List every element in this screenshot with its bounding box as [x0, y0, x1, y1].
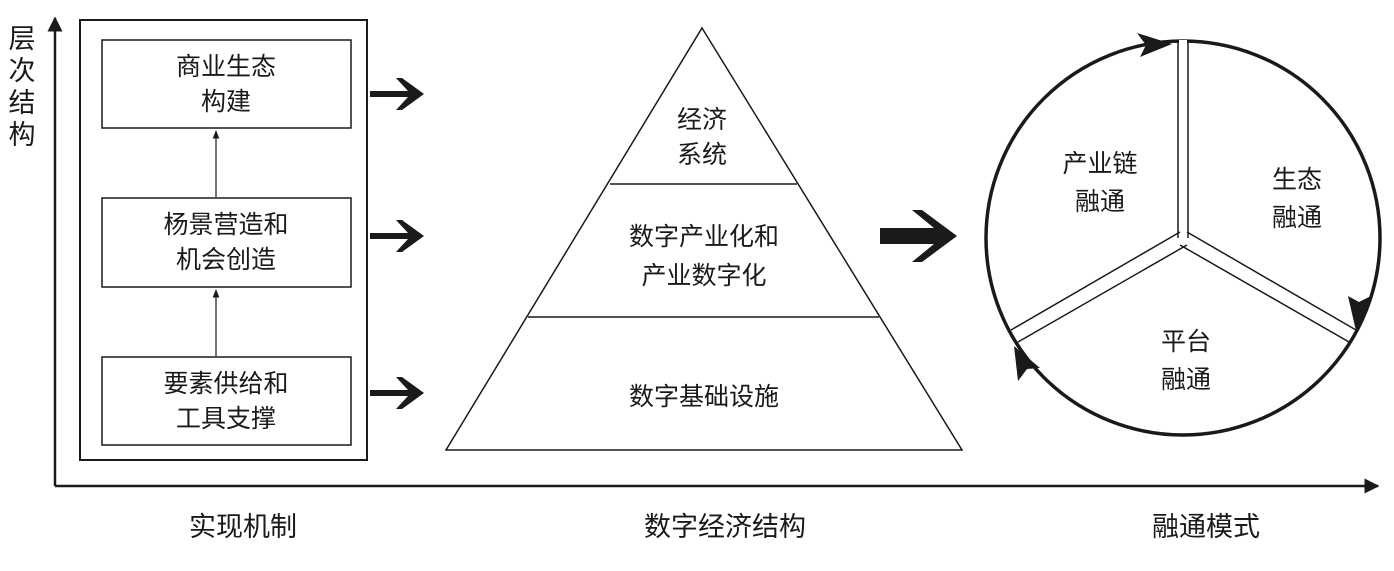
mechanism-box-mid-line2: 机会创造 [176, 245, 276, 274]
divider-gap-top [1179, 40, 1187, 46]
pyramid-mid-line1: 数字产业化和 [629, 222, 779, 251]
circle-left-line1: 产业链 [1062, 149, 1137, 178]
y-label-char-3: 结 [9, 88, 36, 119]
circle-right-line1: 生态 [1272, 165, 1322, 194]
pyramid-mid-line2: 产业数字化 [641, 261, 766, 290]
y-axis-label: 层 次 结 构 [9, 24, 36, 151]
pyramid-top-line2: 系统 [677, 140, 727, 169]
arrow-right-top [370, 78, 424, 110]
y-label-char-4: 构 [9, 120, 36, 151]
cycle-arrowhead-left [1014, 346, 1040, 381]
cycle-arrowhead-right [1348, 296, 1371, 331]
circle-left-line2: 融通 [1075, 187, 1125, 216]
divider-lower-right [1179, 231, 1357, 343]
circle-right-line2: 融通 [1272, 203, 1322, 232]
y-label-char-1: 层 [9, 24, 36, 55]
pyramid-bottom-label: 数字基础设施 [629, 382, 779, 411]
mechanism-box-bot [101, 356, 352, 446]
mechanism-outer-frame [79, 19, 368, 461]
y-label-char-2: 次 [9, 56, 36, 87]
mechanism-box-bot-line1: 要素供给和 [163, 369, 288, 398]
divider-up [1177, 42, 1189, 238]
mechanism-box-top-line2: 构建 [201, 87, 251, 116]
pyramid-top-line1: 经济 [677, 105, 727, 134]
arrow-right-bot [370, 377, 424, 409]
mechanism-box-top [101, 39, 352, 129]
mechanism-box-mid-line1: 杨景营造和 [163, 210, 288, 239]
circle-bottom-line2: 融通 [1161, 365, 1211, 394]
axes [47, 16, 1380, 494]
caption-circle: 融通模式 [1152, 512, 1260, 543]
mechanism-group: 商业生态 构建 杨景营造和 机会创造 要素供给和 工具支撑 [79, 19, 368, 461]
divider-lower-left [1010, 231, 1188, 343]
caption-pyramid: 数字经济结构 [644, 512, 806, 543]
mechanism-box-bot-line2: 工具支撑 [176, 404, 276, 433]
mechanism-box-top-line1: 商业生态 [176, 52, 276, 81]
arrow-right-big [880, 210, 957, 262]
circle-group: 产业链 融通 生态 融通 平台 融通 [984, 33, 1382, 437]
captions: 实现机制 数字经济结构 融通模式 [189, 512, 1260, 543]
caption-mechanism: 实现机制 [189, 512, 297, 543]
pyramid-group: 经济 系统 数字产业化和 产业数字化 数字基础设施 [444, 26, 964, 451]
mechanism-arrows [370, 78, 424, 409]
circle-bottom-line1: 平台 [1161, 327, 1211, 356]
cycle-arrowhead-top [1137, 33, 1172, 57]
pyramid-outline [444, 26, 964, 451]
arrow-right-mid [370, 220, 424, 252]
mechanism-box-mid [101, 197, 352, 288]
